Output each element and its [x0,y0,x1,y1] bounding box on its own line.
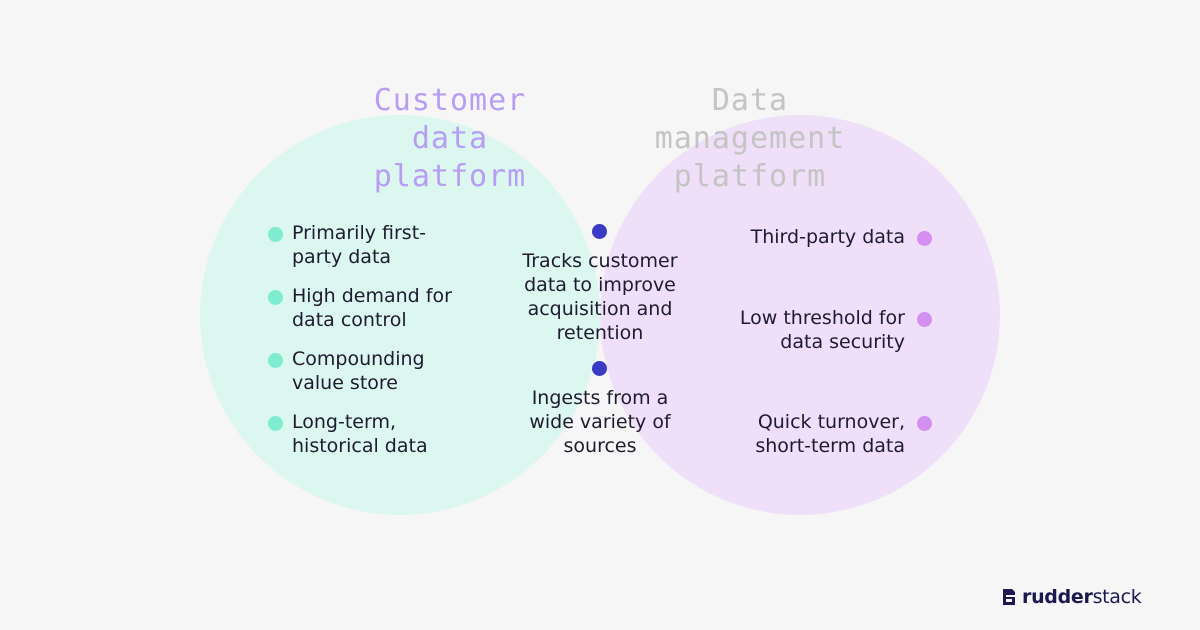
dmp-bullet-dot [917,416,932,431]
dmp-item: Quick turnover, short-term data [645,410,932,458]
logo-text-bold: rudder [1022,586,1093,608]
overlap-item-text: Tracks customer data to improve acquisit… [522,250,678,344]
dmp-item-text: Low threshold for data security [739,307,905,353]
cdp-item-text: High demand for data control [292,285,452,331]
cdp-title: Customer data platform [373,83,527,194]
dmp-item: Low threshold for data security [645,306,932,354]
cdp-bullet-dot [268,227,283,242]
dmp-title: Data management platform [654,83,846,194]
dmp-bullet-dot [917,312,932,327]
logo-text-rest: stack [1092,586,1142,608]
cdp-bullet-dot [268,416,283,431]
dmp-circle [600,115,1000,515]
cdp-bullet-dot [268,353,283,368]
dmp-item-text: Third-party data [750,226,905,248]
dmp-item: Third-party data [645,225,932,249]
overlap-bullet-dot [592,224,607,239]
cdp-item: Primarily first- party data [268,221,502,269]
overlap-bullet-dot [592,361,607,376]
rudderstack-logo-mark-icon [1003,589,1015,605]
cdp-item-text: Compounding value store [292,348,425,394]
cdp-circle [200,115,600,515]
cdp-item-text: Primarily first- party data [292,222,427,268]
cdp-item: Long-term, historical data [268,410,502,458]
cdp-item: High demand for data control [268,284,502,332]
cdp-item-text: Long-term, historical data [292,411,428,457]
cdp-bullet-dot [268,290,283,305]
dmp-bullet-dot [917,231,932,246]
overlap-item-text: Ingests from a wide variety of sources [529,387,671,457]
cdp-item: Compounding value store [268,347,502,395]
dmp-item-text: Quick turnover, short-term data [755,411,905,457]
